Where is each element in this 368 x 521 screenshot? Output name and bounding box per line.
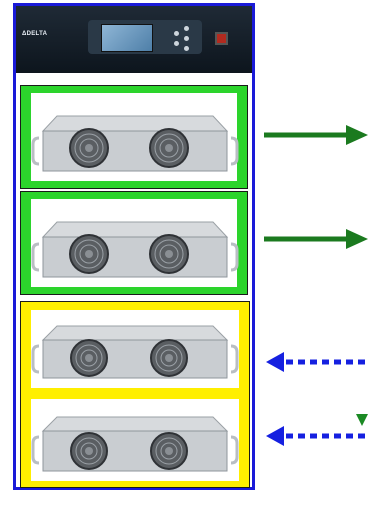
fan-icon	[69, 234, 109, 274]
rectifier-module-2	[31, 199, 239, 287]
indicator-led	[184, 46, 189, 51]
power-switch-icon	[215, 32, 228, 45]
standby-module-group	[20, 301, 250, 488]
handle-icon	[31, 344, 40, 374]
handle-icon	[230, 435, 239, 465]
arrow-left-icon	[266, 352, 284, 372]
fan-icon	[150, 432, 188, 470]
fan-icon	[149, 234, 189, 274]
controller-unit: ΔDELTA	[16, 6, 252, 73]
small-green-mark	[356, 414, 368, 426]
rectifier-module-4	[31, 399, 239, 481]
indicator-led	[174, 31, 179, 36]
handle-icon	[31, 242, 40, 272]
standby-arrow-1	[266, 352, 368, 372]
arrow-right-icon	[346, 229, 368, 249]
handle-icon	[230, 242, 239, 272]
handle-icon	[31, 136, 40, 166]
arrow-left-icon	[266, 426, 284, 446]
lcd-screen	[101, 24, 153, 52]
standby-arrow-2	[266, 426, 368, 446]
active-module-1	[20, 85, 248, 189]
fan-icon	[69, 128, 109, 168]
indicator-led	[184, 26, 189, 31]
indicator-led	[184, 36, 189, 41]
fan-icon	[70, 339, 108, 377]
handle-icon	[230, 136, 239, 166]
handle-icon	[230, 344, 239, 374]
rack-cabinet: ΔDELTA	[13, 3, 255, 490]
active-module-2	[20, 191, 248, 295]
fan-icon	[149, 128, 189, 168]
rectifier-module-3	[31, 310, 239, 388]
arrow-right-icon	[346, 125, 368, 145]
output-arrow-2	[264, 229, 368, 249]
delta-logo: ΔDELTA	[22, 31, 48, 37]
output-arrow-1	[264, 125, 368, 145]
rectifier-module-1	[31, 93, 239, 181]
fan-icon	[70, 432, 108, 470]
indicator-led	[174, 41, 179, 46]
fan-icon	[150, 339, 188, 377]
handle-icon	[31, 435, 40, 465]
